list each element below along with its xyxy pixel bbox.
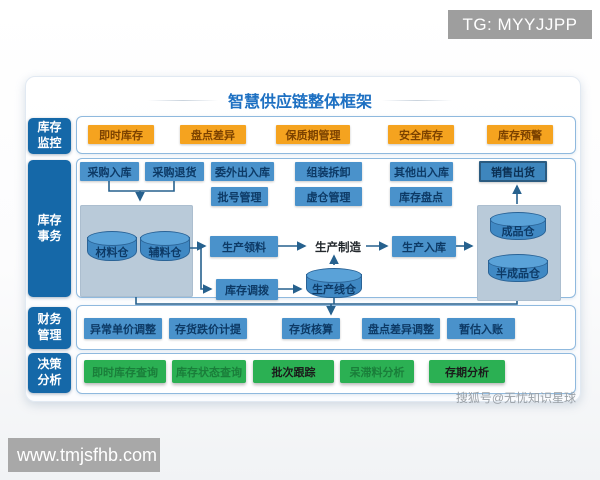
node-abnormal-price-adjustment: 异常单价调整	[84, 318, 162, 339]
node-stock-transfer: 库存调拨	[216, 279, 278, 300]
node-batch-number-management: 批号管理	[211, 187, 268, 206]
node-slow-moving-material-analysis: 呆滞料分析	[340, 360, 414, 383]
site-watermark: www.tmjsfhb.com	[8, 438, 160, 472]
node-purchase-return: 采购退货	[145, 162, 204, 181]
lane-label-decision-analysis: 决策 分析	[28, 353, 71, 393]
lane-label-finance-management: 财务 管理	[28, 307, 71, 349]
node-outsourcing-in-out: 委外出入库	[211, 162, 274, 181]
node-realtime-inventory: 即时库存	[88, 125, 154, 144]
node-estimated-entry: 暂估入账	[447, 318, 515, 339]
node-inventory-accounting: 存货核算	[282, 318, 340, 339]
cylinder-material-warehouse: 材料仓	[87, 231, 137, 261]
node-inventory-alert: 库存预警	[487, 125, 553, 144]
tg-badge: TG: MYYJJPP	[448, 10, 592, 39]
title-decor-line-right	[382, 99, 452, 101]
cylinder-auxiliary-warehouse: 辅料仓	[140, 231, 190, 261]
node-assembly-disassembly: 组装拆卸	[295, 162, 362, 181]
node-count-difference: 盘点差异	[180, 125, 246, 144]
node-batch-tracking: 批次跟踪	[253, 360, 334, 383]
node-sales-shipment: 销售出货	[479, 161, 547, 182]
lane-label-inventory-transactions: 库存 事务	[28, 160, 71, 297]
node-virtual-warehouse-management: 虚仓管理	[295, 187, 362, 206]
label-production-manufacturing: 生产制造	[315, 241, 361, 254]
cylinder-finished-goods-warehouse-label: 成品仓	[501, 226, 535, 238]
node-safety-stock: 安全库存	[388, 125, 454, 144]
lane-label-inventory-monitoring: 库存 监控	[28, 118, 71, 154]
cylinder-semi-finished-warehouse-label: 半成品仓	[496, 268, 540, 280]
page-title: 智慧供应链整体框架	[227, 94, 372, 111]
node-production-receipt: 生产入库	[392, 236, 456, 257]
node-other-in-out: 其他出入库	[390, 162, 453, 181]
cylinder-semi-finished-warehouse: 半成品仓	[488, 254, 548, 282]
cylinder-production-line-warehouse-label: 生产线仓	[312, 284, 356, 296]
cylinder-auxiliary-warehouse-label: 辅料仓	[148, 247, 182, 259]
node-realtime-inventory-query: 即时库存查询	[84, 360, 166, 383]
title-decor-line-left	[147, 99, 218, 101]
sohu-watermark: 搜狐号@无忧知识星球	[455, 391, 576, 405]
node-production-picking: 生产领料	[210, 236, 278, 257]
cylinder-finished-goods-warehouse: 成品仓	[490, 212, 546, 240]
node-purchase-receipt: 采购入库	[80, 162, 139, 181]
node-count-difference-adjustment: 盘点差异调整	[362, 318, 440, 339]
node-stock-count: 库存盘点	[390, 187, 452, 206]
cylinder-production-line-warehouse: 生产线仓	[306, 268, 362, 298]
node-storage-period-analysis: 存期分析	[429, 360, 505, 383]
cylinder-material-warehouse-label: 材料仓	[95, 247, 129, 259]
node-inventory-depreciation-provision: 存货跌价计提	[169, 318, 247, 339]
node-inventory-status-query: 库存状态查询	[172, 360, 246, 383]
node-shelf-life-management: 保质期管理	[276, 125, 350, 144]
title-row: 智慧供应链整体框架	[0, 88, 600, 112]
